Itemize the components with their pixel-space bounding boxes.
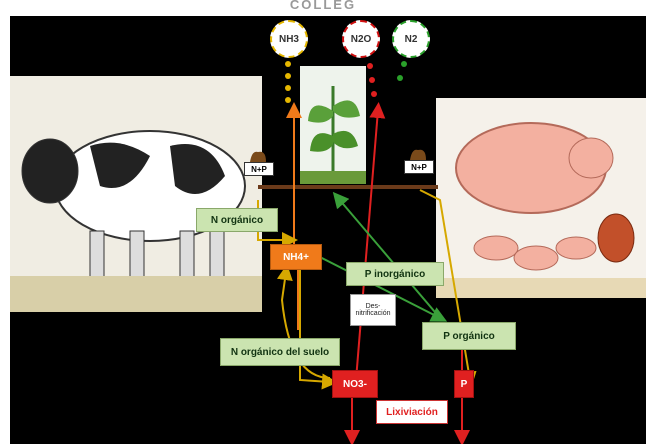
label-desnitrificacion: Des-nitrificación	[350, 294, 396, 326]
nh3-gas-bubble: NH3	[270, 20, 308, 58]
label-n-organico-suelo: N orgánico del suelo	[220, 338, 340, 366]
label-p-organico: P orgánico	[422, 322, 516, 350]
denitrification-arrow	[356, 110, 378, 380]
manure-icon	[244, 148, 272, 162]
n2o-gas-bubble: N2O	[342, 20, 380, 58]
manure-icon	[404, 146, 432, 160]
label-nh4: NH4+	[270, 244, 322, 270]
label-n-organico: N orgánico	[196, 208, 278, 232]
label-p-inorganico: P inorgánico	[346, 262, 444, 286]
manure-right: N+P	[404, 146, 432, 176]
label-no3: NO3-	[332, 370, 378, 398]
label-p: P	[454, 370, 474, 398]
n2-gas-bubble: N2	[392, 20, 430, 58]
manure-left: N+P	[244, 148, 272, 178]
label-lixiviacion: Lixiviación	[376, 400, 448, 424]
